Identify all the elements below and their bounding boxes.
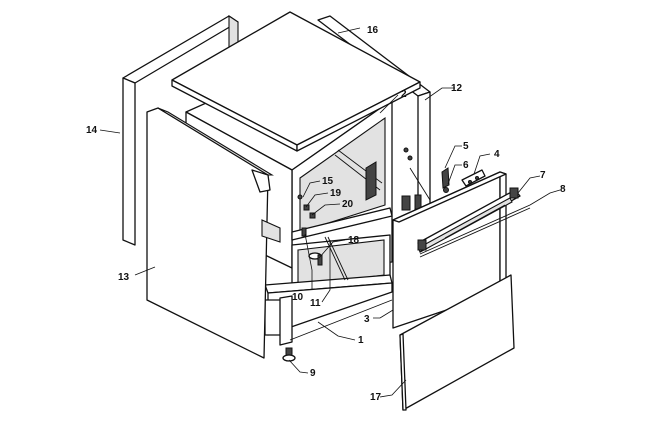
callout-8: 8	[560, 184, 566, 195]
leader-lines	[99, 27, 561, 398]
callout-4: 4	[494, 149, 500, 160]
callout-11: 11	[310, 298, 321, 309]
callout-1: 1	[358, 335, 364, 346]
callout-20: 20	[342, 199, 354, 210]
callout-7: 7	[540, 170, 546, 181]
callout-5: 5	[463, 141, 469, 152]
callout-9: 9	[310, 368, 316, 379]
left-front-panel	[146, 107, 281, 359]
callout-18: 18	[348, 235, 360, 246]
callout-17: 17	[370, 392, 382, 403]
hinge-hardware	[403, 147, 486, 193]
kick-panel	[399, 274, 515, 411]
callout-10: 10	[292, 292, 304, 303]
callout-19: 19	[330, 188, 342, 199]
callout-16: 16	[367, 25, 379, 36]
callout-6: 6	[463, 160, 469, 171]
callout-2: 2	[401, 89, 407, 100]
callout-labels: 16 2 12 14 13 5 6 4 7 8 15 19 20 18 10 1…	[86, 25, 566, 403]
callout-3: 3	[364, 314, 370, 325]
base-frame	[264, 274, 393, 346]
callout-12: 12	[451, 83, 463, 94]
adjustable-foot	[282, 347, 296, 362]
top-panel	[171, 11, 421, 152]
callout-15: 15	[322, 176, 334, 187]
callout-14: 14	[86, 125, 98, 136]
callout-13: 13	[118, 272, 130, 283]
door-handle	[417, 187, 531, 258]
left-rear-panel	[122, 14, 239, 246]
